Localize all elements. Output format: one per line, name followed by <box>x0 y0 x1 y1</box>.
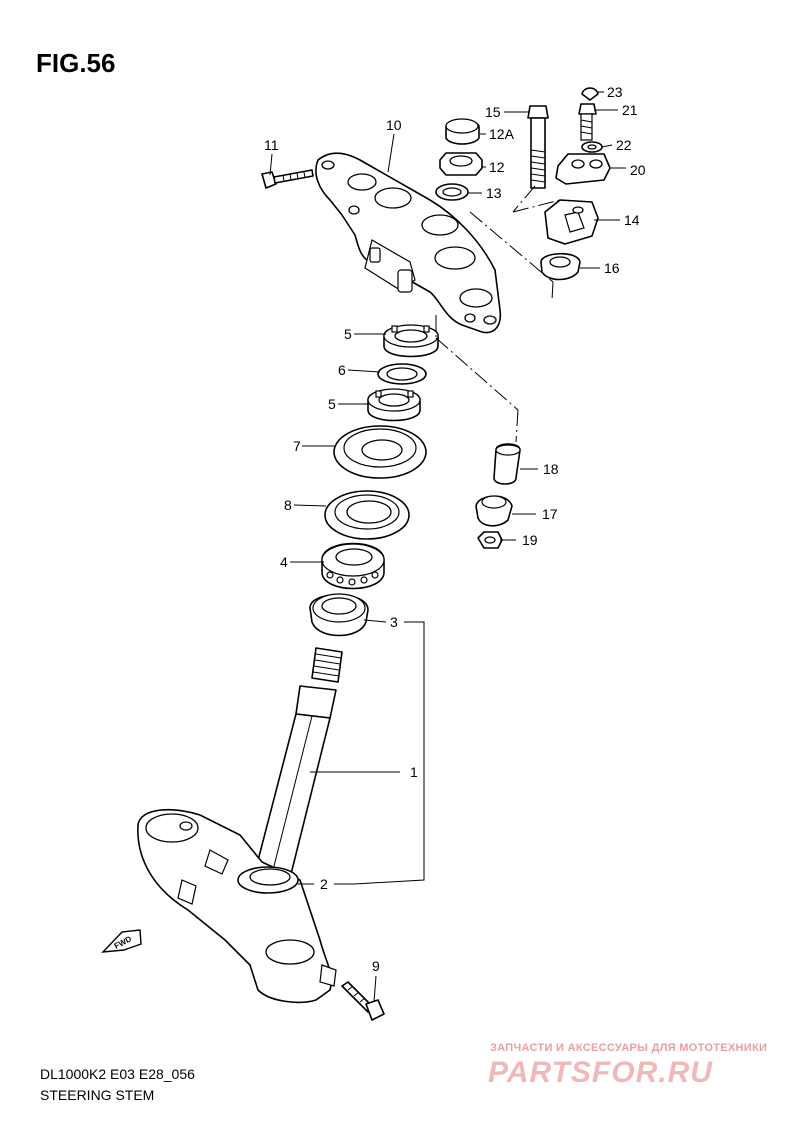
steering-stem-1 <box>254 647 343 879</box>
label-part-10: 10 <box>386 117 402 133</box>
label-part-17: 17 <box>542 506 558 522</box>
label-part-12a: 12A <box>489 126 515 142</box>
label-part-3: 3 <box>390 614 398 630</box>
label-part-11: 11 <box>264 137 279 153</box>
watermark-tagline: ЗАПЧАСТИ И АКСЕССУАРЫ ДЛЯ МОТОТЕХНИКИ <box>490 1042 768 1054</box>
nut-19 <box>477 531 503 549</box>
bolt-15 <box>527 105 549 189</box>
handlebar-holder-upper-20 <box>555 153 611 185</box>
handlebar-holder-lower-14 <box>544 199 599 245</box>
bolt-21 <box>578 103 597 141</box>
lower-bracket <box>137 809 337 1004</box>
part-number-labels: 1 2 3 4 5 5 6 7 8 9 10 11 12 12A 13 14 1… <box>264 84 646 974</box>
cap-nut-12a <box>445 118 480 145</box>
bearing-3 <box>309 593 369 637</box>
seal-8 <box>324 490 410 540</box>
sleeve-18 <box>493 443 521 485</box>
label-part-19: 19 <box>522 532 538 548</box>
label-part-22: 22 <box>616 137 632 153</box>
watermark-logo: PARTSFOR.RU <box>488 1056 713 1089</box>
label-part-16: 16 <box>604 260 620 276</box>
label-part-6: 6 <box>338 362 346 378</box>
cap-23 <box>581 87 599 101</box>
label-part-5a: 5 <box>344 326 352 342</box>
nut-12 <box>439 152 483 176</box>
cap-17 <box>475 495 513 527</box>
dust-seal-2 <box>237 866 299 894</box>
label-part-9: 9 <box>372 958 380 974</box>
lock-nut-5-upper <box>383 324 439 358</box>
bearing-4 <box>321 542 385 590</box>
washer-6 <box>377 363 427 385</box>
bolt-11 <box>261 169 314 189</box>
model-code: DL1000K2 E03 E28_056 <box>40 1066 195 1082</box>
dust-seal-7 <box>333 425 427 479</box>
label-part-21: 21 <box>622 102 638 118</box>
section-title: STEERING STEM <box>40 1087 155 1103</box>
washer-22 <box>581 141 603 153</box>
label-part-7: 7 <box>293 438 301 454</box>
upper-bracket <box>315 152 502 334</box>
cushion-16 <box>540 252 581 281</box>
label-part-8: 8 <box>284 497 292 513</box>
bolt-9 <box>341 981 385 1021</box>
lock-nut-5-lower <box>367 388 421 422</box>
assembly-lines <box>435 185 561 443</box>
label-part-12: 12 <box>489 159 505 175</box>
leader-lines <box>269 91 626 1003</box>
label-part-23: 23 <box>607 84 623 100</box>
figure-title: FIG.56 <box>36 48 116 78</box>
label-part-5b: 5 <box>328 396 336 412</box>
label-part-18: 18 <box>543 461 559 477</box>
fwd-arrow: FWD <box>101 929 142 953</box>
label-part-1: 1 <box>410 764 418 780</box>
label-part-15: 15 <box>485 104 501 120</box>
label-part-2: 2 <box>320 876 328 892</box>
washer-13 <box>435 183 469 201</box>
label-part-20: 20 <box>630 162 646 178</box>
label-part-13: 13 <box>486 185 502 201</box>
label-part-4: 4 <box>280 554 288 570</box>
label-part-14: 14 <box>624 212 640 228</box>
